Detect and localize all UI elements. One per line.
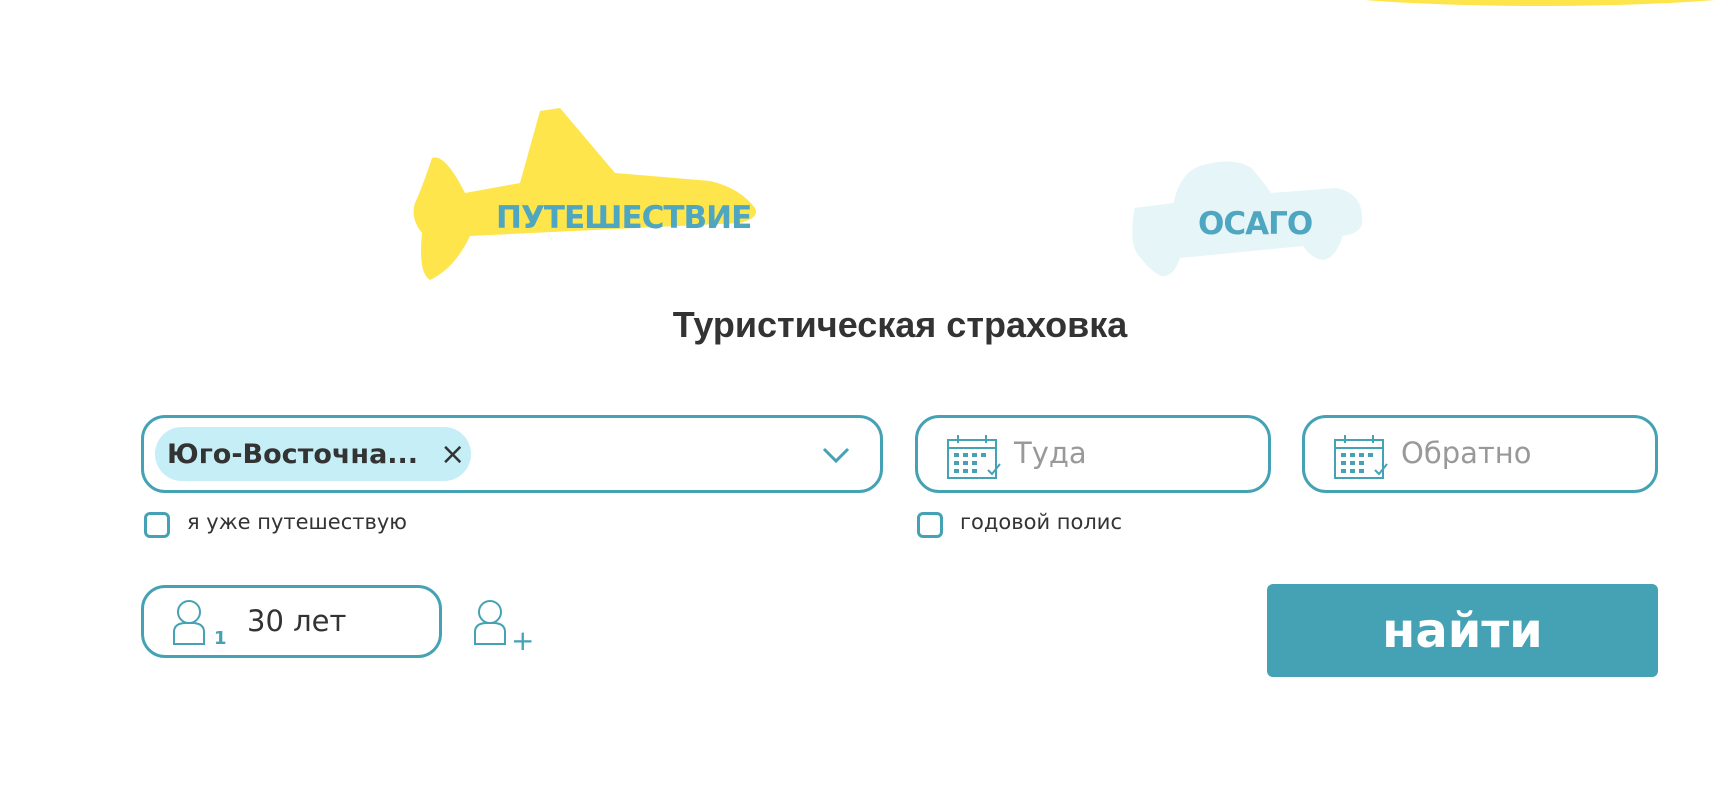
destination-select[interactable]: Юго-Восточна... × bbox=[141, 415, 883, 493]
annual-policy-checkbox[interactable] bbox=[917, 512, 943, 538]
date-from-placeholder: Туда bbox=[1014, 436, 1087, 470]
tab-travel-label: ПУТЕШЕСТВИЕ bbox=[496, 200, 752, 236]
date-from-input[interactable]: Туда bbox=[915, 415, 1271, 493]
calendar-icon bbox=[947, 435, 1001, 479]
add-traveler-button[interactable]: + bbox=[473, 598, 543, 658]
date-to-input[interactable]: Обратно bbox=[1302, 415, 1658, 493]
date-to-placeholder: Обратно bbox=[1401, 436, 1532, 470]
person-icon bbox=[173, 600, 205, 645]
close-icon[interactable]: × bbox=[440, 436, 466, 472]
plus-icon: + bbox=[511, 624, 535, 657]
traveler-age: 30 лет bbox=[247, 604, 347, 638]
traveler-age-input[interactable]: 1 30 лет bbox=[141, 585, 442, 658]
car-icon bbox=[1132, 161, 1363, 277]
already-traveling-checkbox[interactable] bbox=[144, 512, 170, 538]
already-traveling-label: я уже путешествую bbox=[187, 510, 407, 534]
calendar-icon bbox=[1334, 435, 1388, 479]
chevron-down-icon[interactable] bbox=[822, 446, 850, 464]
destination-chip: Юго-Восточна... × bbox=[155, 427, 471, 481]
add-person-icon bbox=[474, 600, 506, 645]
decorative-arc bbox=[1280, 0, 1726, 6]
tab-osago[interactable]: ОСАГО bbox=[1128, 158, 1388, 278]
tab-osago-label: ОСАГО bbox=[1198, 206, 1313, 242]
tab-travel[interactable]: ПУТЕШЕСТВИЕ bbox=[410, 108, 840, 283]
page-title: Туристическая страховка bbox=[672, 304, 1128, 345]
search-button[interactable]: найти bbox=[1267, 584, 1658, 677]
airplane-icon bbox=[413, 108, 756, 280]
traveler-index: 1 bbox=[214, 628, 227, 649]
annual-policy-label: годовой полис bbox=[960, 510, 1122, 534]
destination-chip-label: Юго-Восточна... bbox=[167, 438, 419, 470]
